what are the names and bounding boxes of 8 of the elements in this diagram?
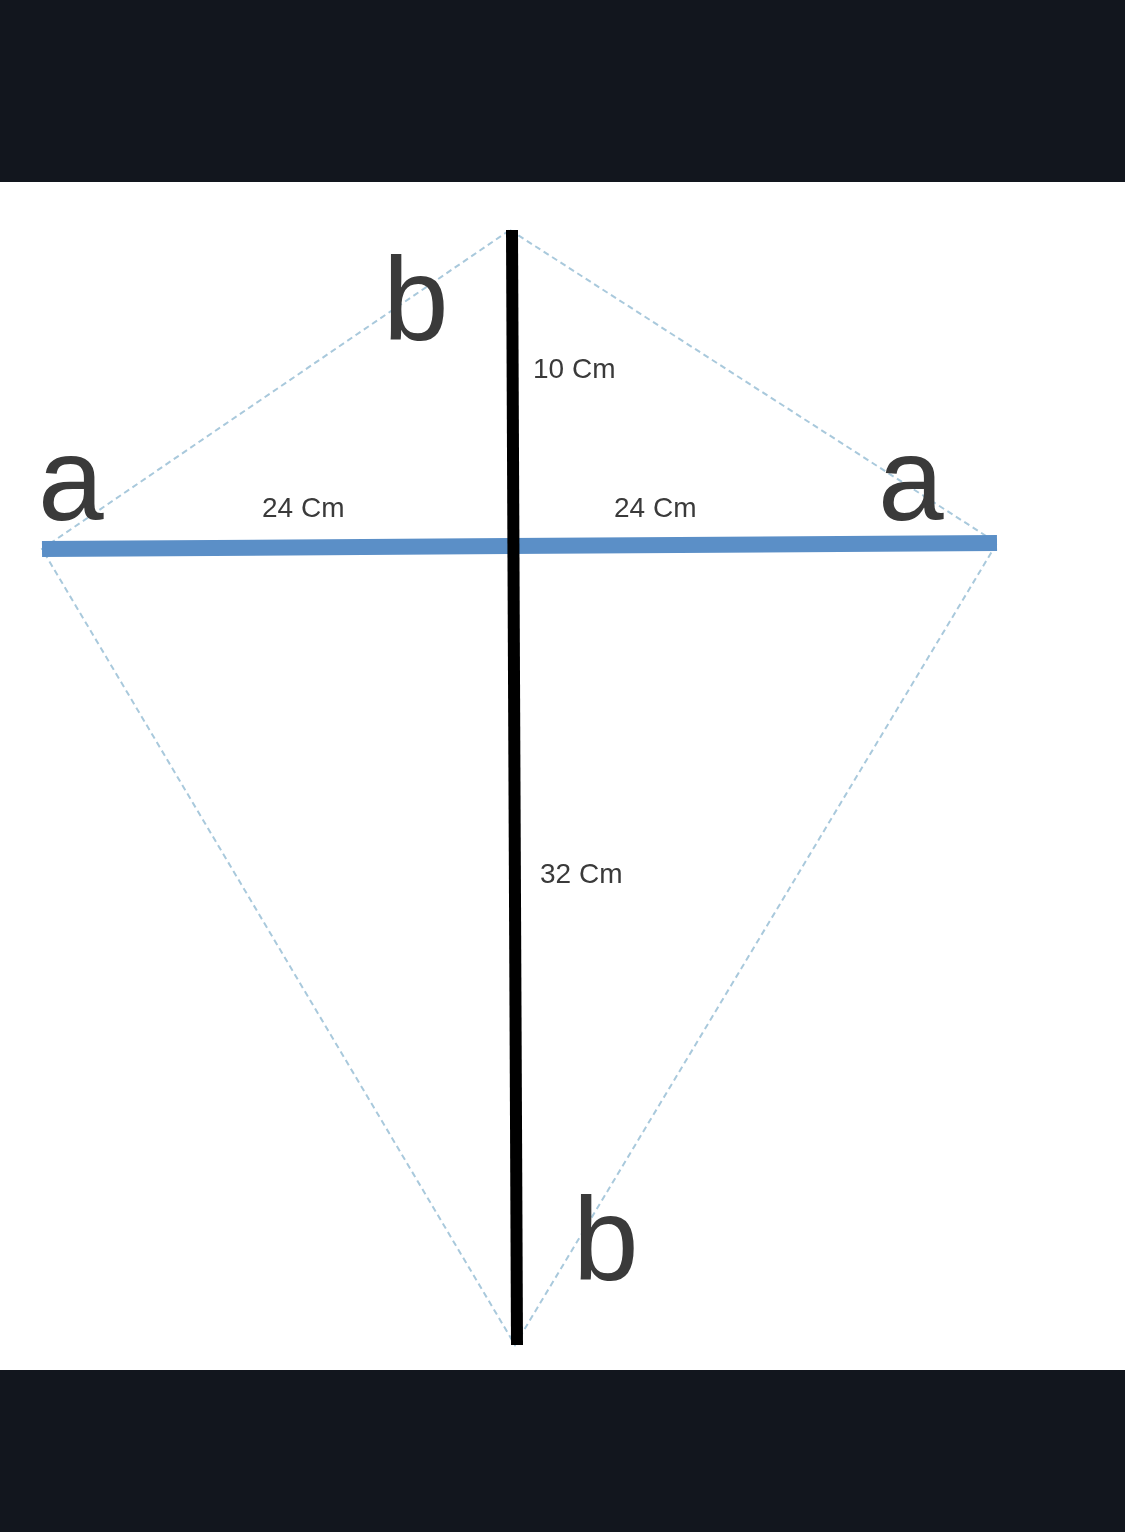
- vertex-letter: b: [383, 240, 449, 358]
- dimension-label: 24 Cm: [614, 494, 697, 522]
- vertex-letter: a: [878, 420, 944, 538]
- dimension-label: 24 Cm: [262, 494, 345, 522]
- vertex-letter: a: [38, 420, 104, 538]
- vertex-letter: b: [573, 1180, 639, 1298]
- dimension-label: 10 Cm: [533, 355, 616, 383]
- dimension-label: 32 Cm: [540, 860, 623, 888]
